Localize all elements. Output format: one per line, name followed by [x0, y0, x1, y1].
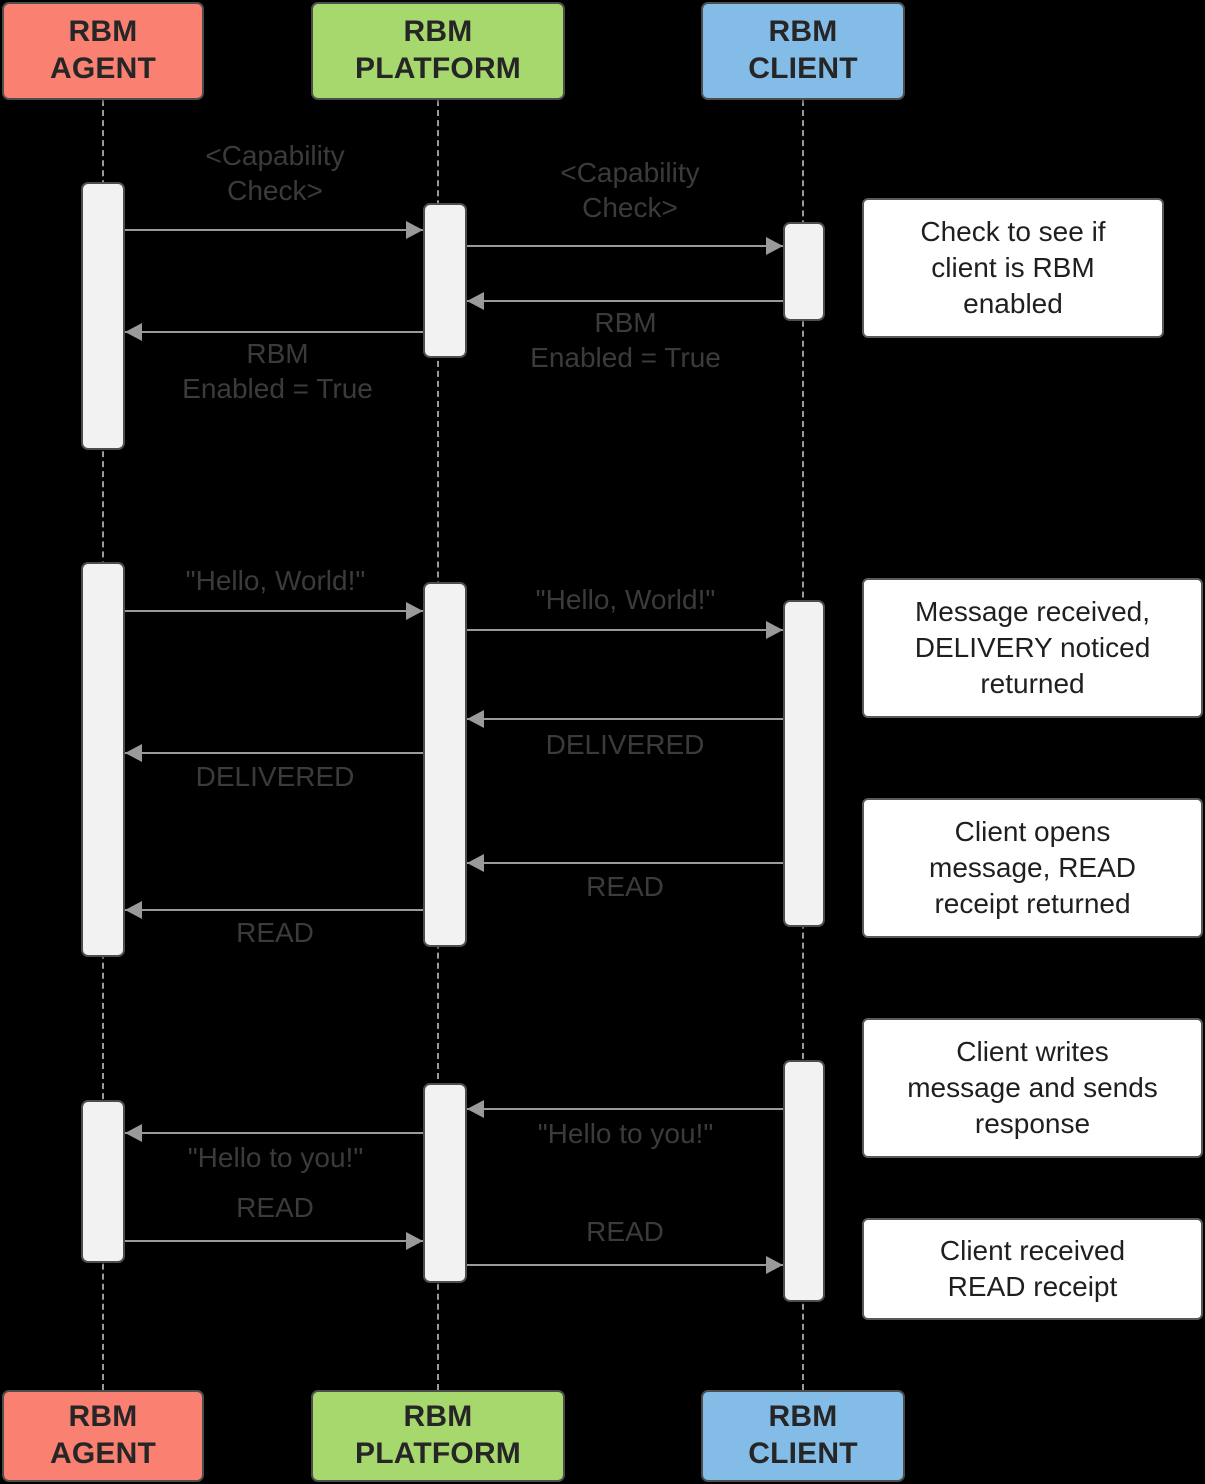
note-text: Client received READ receipt	[939, 1235, 1126, 1302]
participant-label-line2: AGENT	[50, 1437, 156, 1470]
message-arrowhead-left-m3	[467, 292, 484, 310]
message-arrowhead-left-m12	[125, 1124, 142, 1142]
message-line-m3	[467, 300, 783, 302]
note-note5: Client received READ receipt	[862, 1218, 1203, 1320]
note-text: Client opens message, READ receipt retur…	[929, 816, 1136, 919]
message-arrowhead-left-m4	[125, 323, 142, 341]
participant-label-line2: PLATFORM	[354, 1437, 521, 1470]
message-line-m8	[125, 752, 423, 754]
message-arrowhead-left-m9	[467, 854, 484, 872]
activation-bar-platform-a3	[423, 1083, 467, 1283]
participant-label-line1: RBM	[68, 15, 138, 49]
note-note3: Client opens message, READ receipt retur…	[862, 798, 1203, 938]
activation-bar-platform-a1	[423, 203, 467, 358]
note-text: Check to see if client is RBM enabled	[920, 216, 1106, 319]
note-note4: Client writes message and sends response	[862, 1018, 1203, 1158]
message-line-m14	[467, 1264, 783, 1266]
message-label-m5: "Hello, World!"	[185, 565, 366, 596]
message-line-m10	[125, 909, 423, 911]
participant-label-line2: CLIENT	[748, 1437, 858, 1470]
message-line-m6	[467, 629, 783, 631]
message-line-m5	[125, 610, 423, 612]
message-arrowhead-right-m6	[766, 621, 783, 639]
message-arrowhead-right-m2	[766, 237, 783, 255]
participant-label-line2: CLIENT	[748, 52, 858, 85]
message-line-m2	[467, 245, 783, 247]
message-arrowhead-left-m10	[125, 901, 142, 919]
activation-bar-client-a2	[783, 600, 825, 927]
message-label-m1: <Capability Check>	[205, 140, 345, 206]
message-line-m13	[125, 1240, 423, 1242]
participant-label-line1: RBM	[768, 1400, 838, 1434]
message-label-m12: "Hello to you!"	[187, 1142, 364, 1173]
message-label-m13: READ	[236, 1192, 314, 1223]
message-line-m12	[125, 1132, 423, 1134]
activation-bar-platform-a2	[423, 582, 467, 947]
message-label-m2: <Capability Check>	[560, 157, 700, 223]
activation-bar-client-a1	[783, 222, 825, 321]
participant-label-line1: RBM	[68, 1400, 138, 1434]
message-arrowhead-left-m11	[467, 1100, 484, 1118]
message-arrowhead-right-m5	[406, 602, 423, 620]
note-text: Client writes message and sends response	[907, 1036, 1158, 1139]
message-label-m8: DELIVERED	[195, 761, 355, 792]
message-line-m9	[467, 862, 783, 864]
participant-label-line2: PLATFORM	[354, 52, 521, 85]
message-arrowhead-left-m8	[125, 744, 142, 762]
note-note2: Message received, DELIVERY noticed retur…	[862, 578, 1203, 718]
participant-label-line2: AGENT	[50, 52, 156, 85]
activation-bar-agent-a2	[81, 562, 125, 957]
message-label-m6: "Hello, World!"	[535, 584, 716, 615]
message-label-m14: READ	[586, 1216, 664, 1247]
message-line-m1	[125, 229, 423, 231]
message-label-m9: READ	[586, 871, 664, 902]
message-line-m4	[125, 331, 423, 333]
message-label-m10: READ	[236, 917, 314, 948]
message-label-m4: RBM Enabled = True	[182, 338, 373, 404]
message-line-m11	[467, 1108, 783, 1110]
activation-bar-agent-a1	[81, 182, 125, 450]
message-line-m7	[467, 718, 783, 720]
message-label-m11: "Hello to you!"	[537, 1118, 714, 1149]
participant-label-line1: RBM	[403, 1400, 473, 1434]
message-arrowhead-right-m13	[406, 1232, 423, 1250]
participant-label-line1: RBM	[403, 15, 473, 49]
message-label-m7: DELIVERED	[545, 729, 705, 760]
activation-bar-client-a3	[783, 1060, 825, 1302]
note-text: Message received, DELIVERY noticed retur…	[914, 596, 1151, 699]
message-label-m3: RBM Enabled = True	[530, 307, 721, 373]
participant-label-line1: RBM	[768, 15, 838, 49]
message-arrowhead-right-m14	[766, 1256, 783, 1274]
message-arrowhead-right-m1	[406, 221, 423, 239]
message-arrowhead-left-m7	[467, 710, 484, 728]
note-note1: Check to see if client is RBM enabled	[862, 198, 1164, 338]
activation-bar-agent-a3	[81, 1100, 125, 1263]
